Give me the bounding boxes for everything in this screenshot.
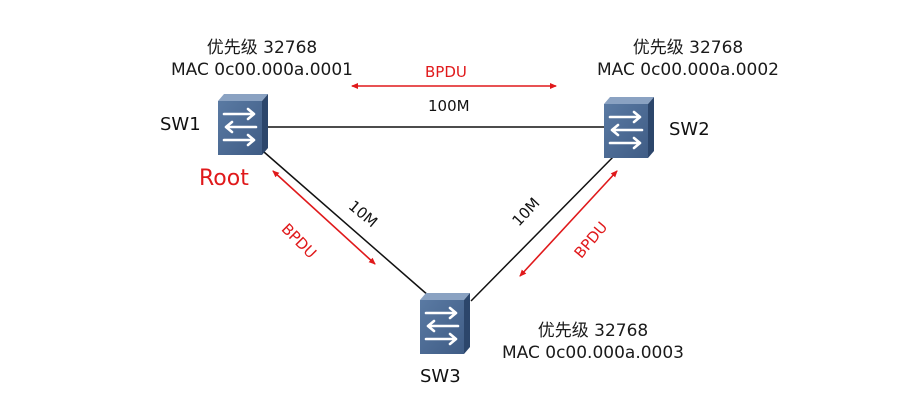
sw1-mac: MAC 0c00.000a.0001 (170, 60, 353, 80)
bpdu-arrow-sw2-sw3 (519, 170, 618, 277)
link-sw1-sw2-speed: 100M (428, 97, 470, 115)
sw1-label: SW1 (160, 114, 201, 135)
sw2-mac: MAC 0c00.000a.0002 (596, 60, 779, 80)
root-label: Root (199, 166, 249, 191)
sw1-info: 优先级 32768 MAC 0c00.000a.0001 (142, 37, 382, 81)
switch-sw1-icon[interactable] (216, 92, 270, 157)
bpdu-label-sw1-sw2: BPDU (425, 63, 467, 81)
sw3-mac: MAC 0c00.000a.0003 (501, 343, 684, 363)
sw2-info: 优先级 32768 MAC 0c00.000a.0002 (568, 37, 808, 81)
sw2-priority: 优先级 32768 (632, 38, 744, 58)
switch-sw2-icon[interactable] (602, 95, 656, 160)
sw3-priority: 优先级 32768 (537, 321, 649, 341)
sw3-label: SW3 (420, 366, 461, 387)
bpdu-arrow-sw1-sw3 (272, 170, 376, 265)
sw1-priority: 优先级 32768 (206, 38, 318, 58)
sw3-info: 优先级 32768 MAC 0c00.000a.0003 (473, 320, 713, 364)
sw2-label: SW2 (669, 119, 710, 140)
switch-sw3-icon[interactable] (418, 291, 472, 356)
